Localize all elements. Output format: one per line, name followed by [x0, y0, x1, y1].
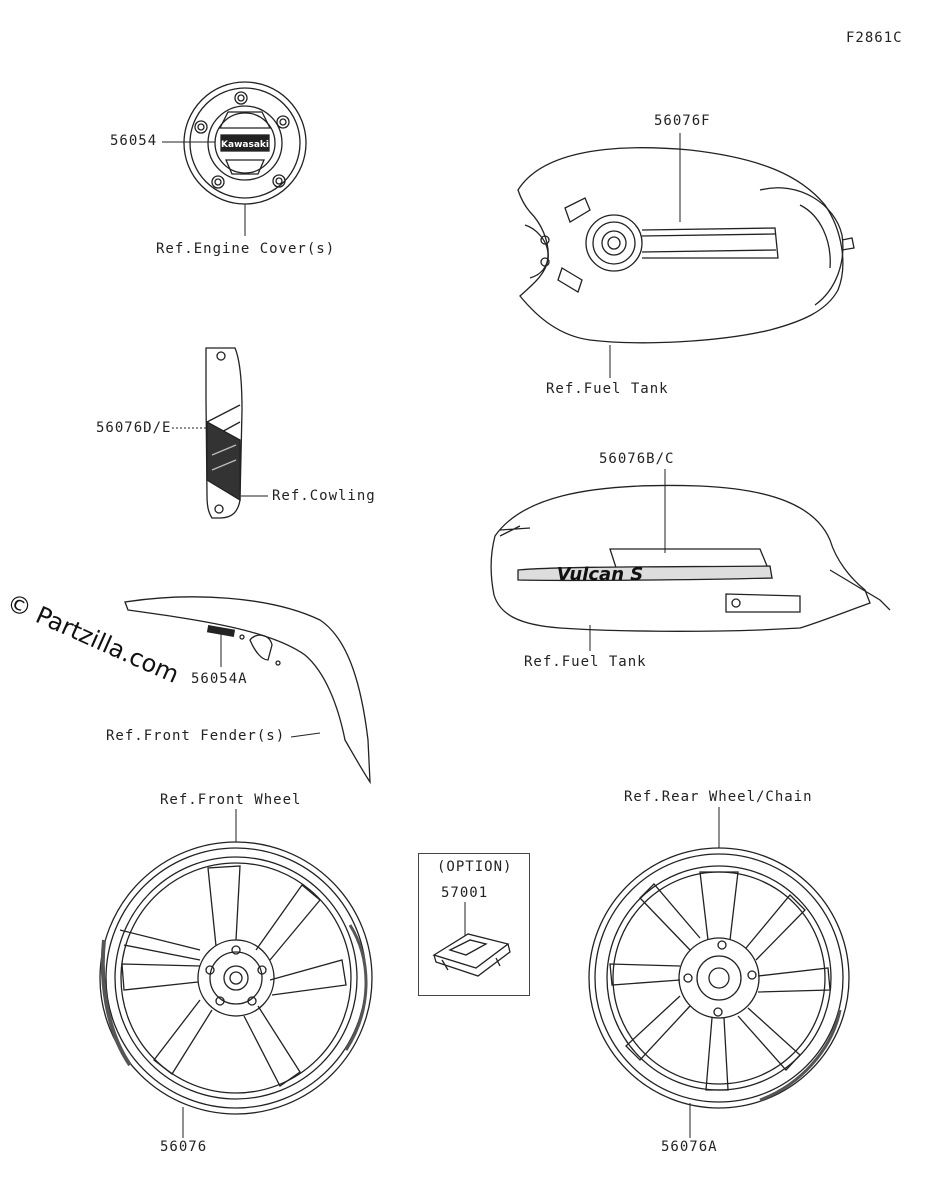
front-wheel-drawing: [99, 841, 373, 1115]
part-label-56076[interactable]: 56076: [160, 1139, 208, 1155]
part-label-56076A[interactable]: 56076A: [661, 1139, 718, 1155]
figure-code: F2861C: [846, 30, 903, 46]
ref-fuel-tank-top-label[interactable]: Ref.Fuel Tank: [546, 381, 669, 397]
part-label-56076BC[interactable]: 56076B/C: [599, 451, 675, 467]
option-label: (OPTION): [437, 859, 513, 875]
fuel-tank-side-drawing: Vulcan S: [490, 484, 891, 632]
ref-front-fender-label[interactable]: Ref.Front Fender(s): [106, 728, 286, 744]
part-label-56076DE[interactable]: 56076D/E: [96, 420, 172, 436]
ref-rear-wheel-label[interactable]: Ref.Rear Wheel/Chain: [624, 789, 813, 805]
ref-engine-cover-label[interactable]: Ref.Engine Cover(s): [156, 241, 336, 257]
ref-fuel-tank-side-label[interactable]: Ref.Fuel Tank: [524, 654, 647, 670]
ref-cowling-label[interactable]: Ref.Cowling: [272, 488, 376, 504]
part-label-56054[interactable]: 56054: [110, 133, 158, 149]
option-box: [418, 853, 530, 996]
clip-57001-drawing: [432, 933, 511, 977]
rear-wheel-drawing: [588, 847, 850, 1109]
part-label-56076F[interactable]: 56076F: [654, 113, 711, 129]
ref-front-wheel-label[interactable]: Ref.Front Wheel: [160, 792, 302, 808]
leader-lines: [162, 133, 720, 1138]
engine-cover-drawing: Kawasaki: [183, 81, 307, 205]
kawasaki-emblem-text: Kawasaki: [221, 140, 269, 150]
cowling-drawing: [205, 347, 243, 519]
fuel-tank-top-drawing: [517, 147, 855, 344]
front-fender-drawing: [124, 596, 371, 785]
vulcan-decal-text: Vulcan S: [557, 564, 643, 585]
part-label-57001[interactable]: 57001: [441, 885, 489, 901]
part-label-56054A[interactable]: 56054A: [191, 671, 248, 687]
